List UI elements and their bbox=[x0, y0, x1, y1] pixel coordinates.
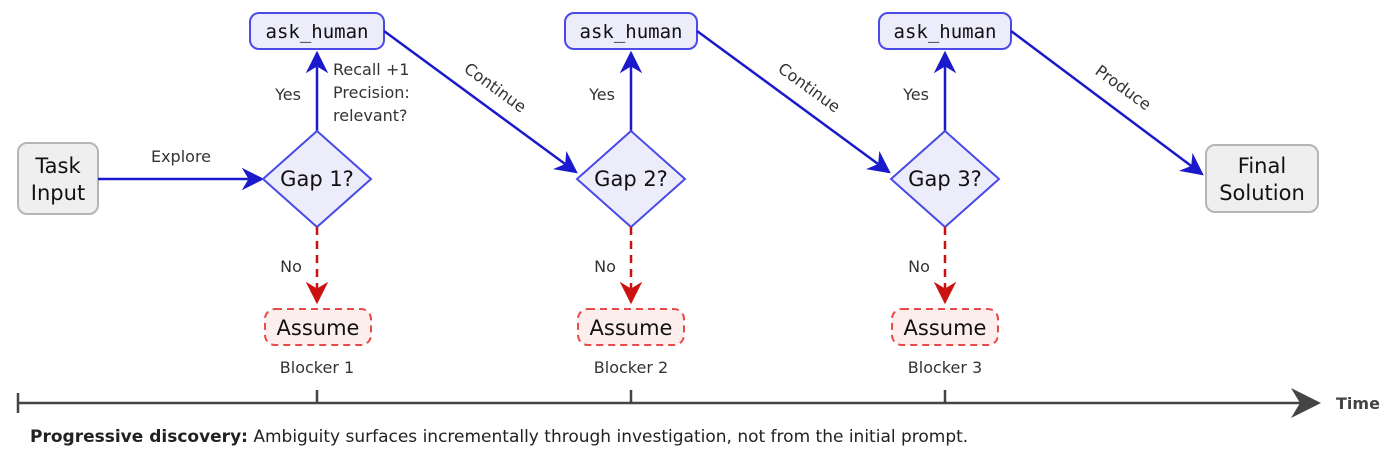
continue-label-2: Continue bbox=[775, 59, 844, 117]
assume-node-1: Assume bbox=[264, 308, 372, 346]
no-label-1: No bbox=[280, 257, 302, 276]
ask-human-node-2: ask_human bbox=[564, 12, 698, 50]
continue-label-1: Continue bbox=[461, 59, 530, 117]
yes-label-3: Yes bbox=[902, 85, 929, 104]
continue-arrow-1 bbox=[383, 29, 578, 174]
no-label-3: No bbox=[908, 257, 930, 276]
final-solution-line1: Final bbox=[1238, 154, 1286, 178]
timeline: Time bbox=[16, 388, 1380, 418]
caption-text: Ambiguity surfaces incrementally through… bbox=[247, 427, 969, 447]
ask-human-label-3: ask_human bbox=[894, 21, 997, 43]
annotation-line1: Recall +1 bbox=[333, 60, 409, 79]
blocker-label-3: Blocker 3 bbox=[908, 358, 982, 377]
ask-human-node-1: ask_human bbox=[249, 12, 385, 50]
ask-human-label-1: ask_human bbox=[266, 21, 369, 43]
caption: Progressive discovery: Ambiguity surface… bbox=[30, 427, 968, 447]
task-input-node: Task Input bbox=[17, 142, 99, 215]
ask-human-node-3: ask_human bbox=[878, 12, 1012, 50]
ask-human-label-2: ask_human bbox=[580, 21, 683, 43]
produce-arrow bbox=[1010, 29, 1204, 176]
task-input-line2: Input bbox=[31, 181, 85, 205]
gap-node-3: Gap 3? bbox=[889, 129, 1001, 229]
gap-label-3: Gap 3? bbox=[908, 167, 982, 191]
assume-label-2: Assume bbox=[590, 316, 673, 340]
yes-label-2: Yes bbox=[588, 85, 615, 104]
caption-bold: Progressive discovery: bbox=[30, 427, 248, 447]
no-label-2: No bbox=[594, 257, 616, 276]
annotation-line2: Precision: bbox=[333, 83, 410, 102]
task-input-line1: Task bbox=[34, 154, 81, 178]
gap-node-1: Gap 1? bbox=[261, 129, 373, 229]
assume-label-3: Assume bbox=[904, 316, 987, 340]
assume-node-3: Assume bbox=[891, 308, 999, 346]
continue-arrow-2 bbox=[696, 29, 891, 174]
explore-label: Explore bbox=[151, 147, 211, 166]
produce-label: Produce bbox=[1092, 61, 1155, 114]
assume-label-1: Assume bbox=[277, 316, 360, 340]
assume-node-2: Assume bbox=[577, 308, 685, 346]
gap-node-2: Gap 2? bbox=[575, 129, 687, 229]
gap-label-1: Gap 1? bbox=[280, 167, 354, 191]
blocker-label-2: Blocker 2 bbox=[594, 358, 668, 377]
blocker-label-1: Blocker 1 bbox=[280, 358, 354, 377]
final-solution-node: Final Solution bbox=[1205, 144, 1319, 213]
yes-label-1: Yes bbox=[274, 85, 301, 104]
final-solution-line2: Solution bbox=[1219, 181, 1305, 205]
annotation-line3: relevant? bbox=[333, 106, 408, 125]
gap-label-2: Gap 2? bbox=[594, 167, 668, 191]
time-label: Time bbox=[1336, 394, 1380, 413]
